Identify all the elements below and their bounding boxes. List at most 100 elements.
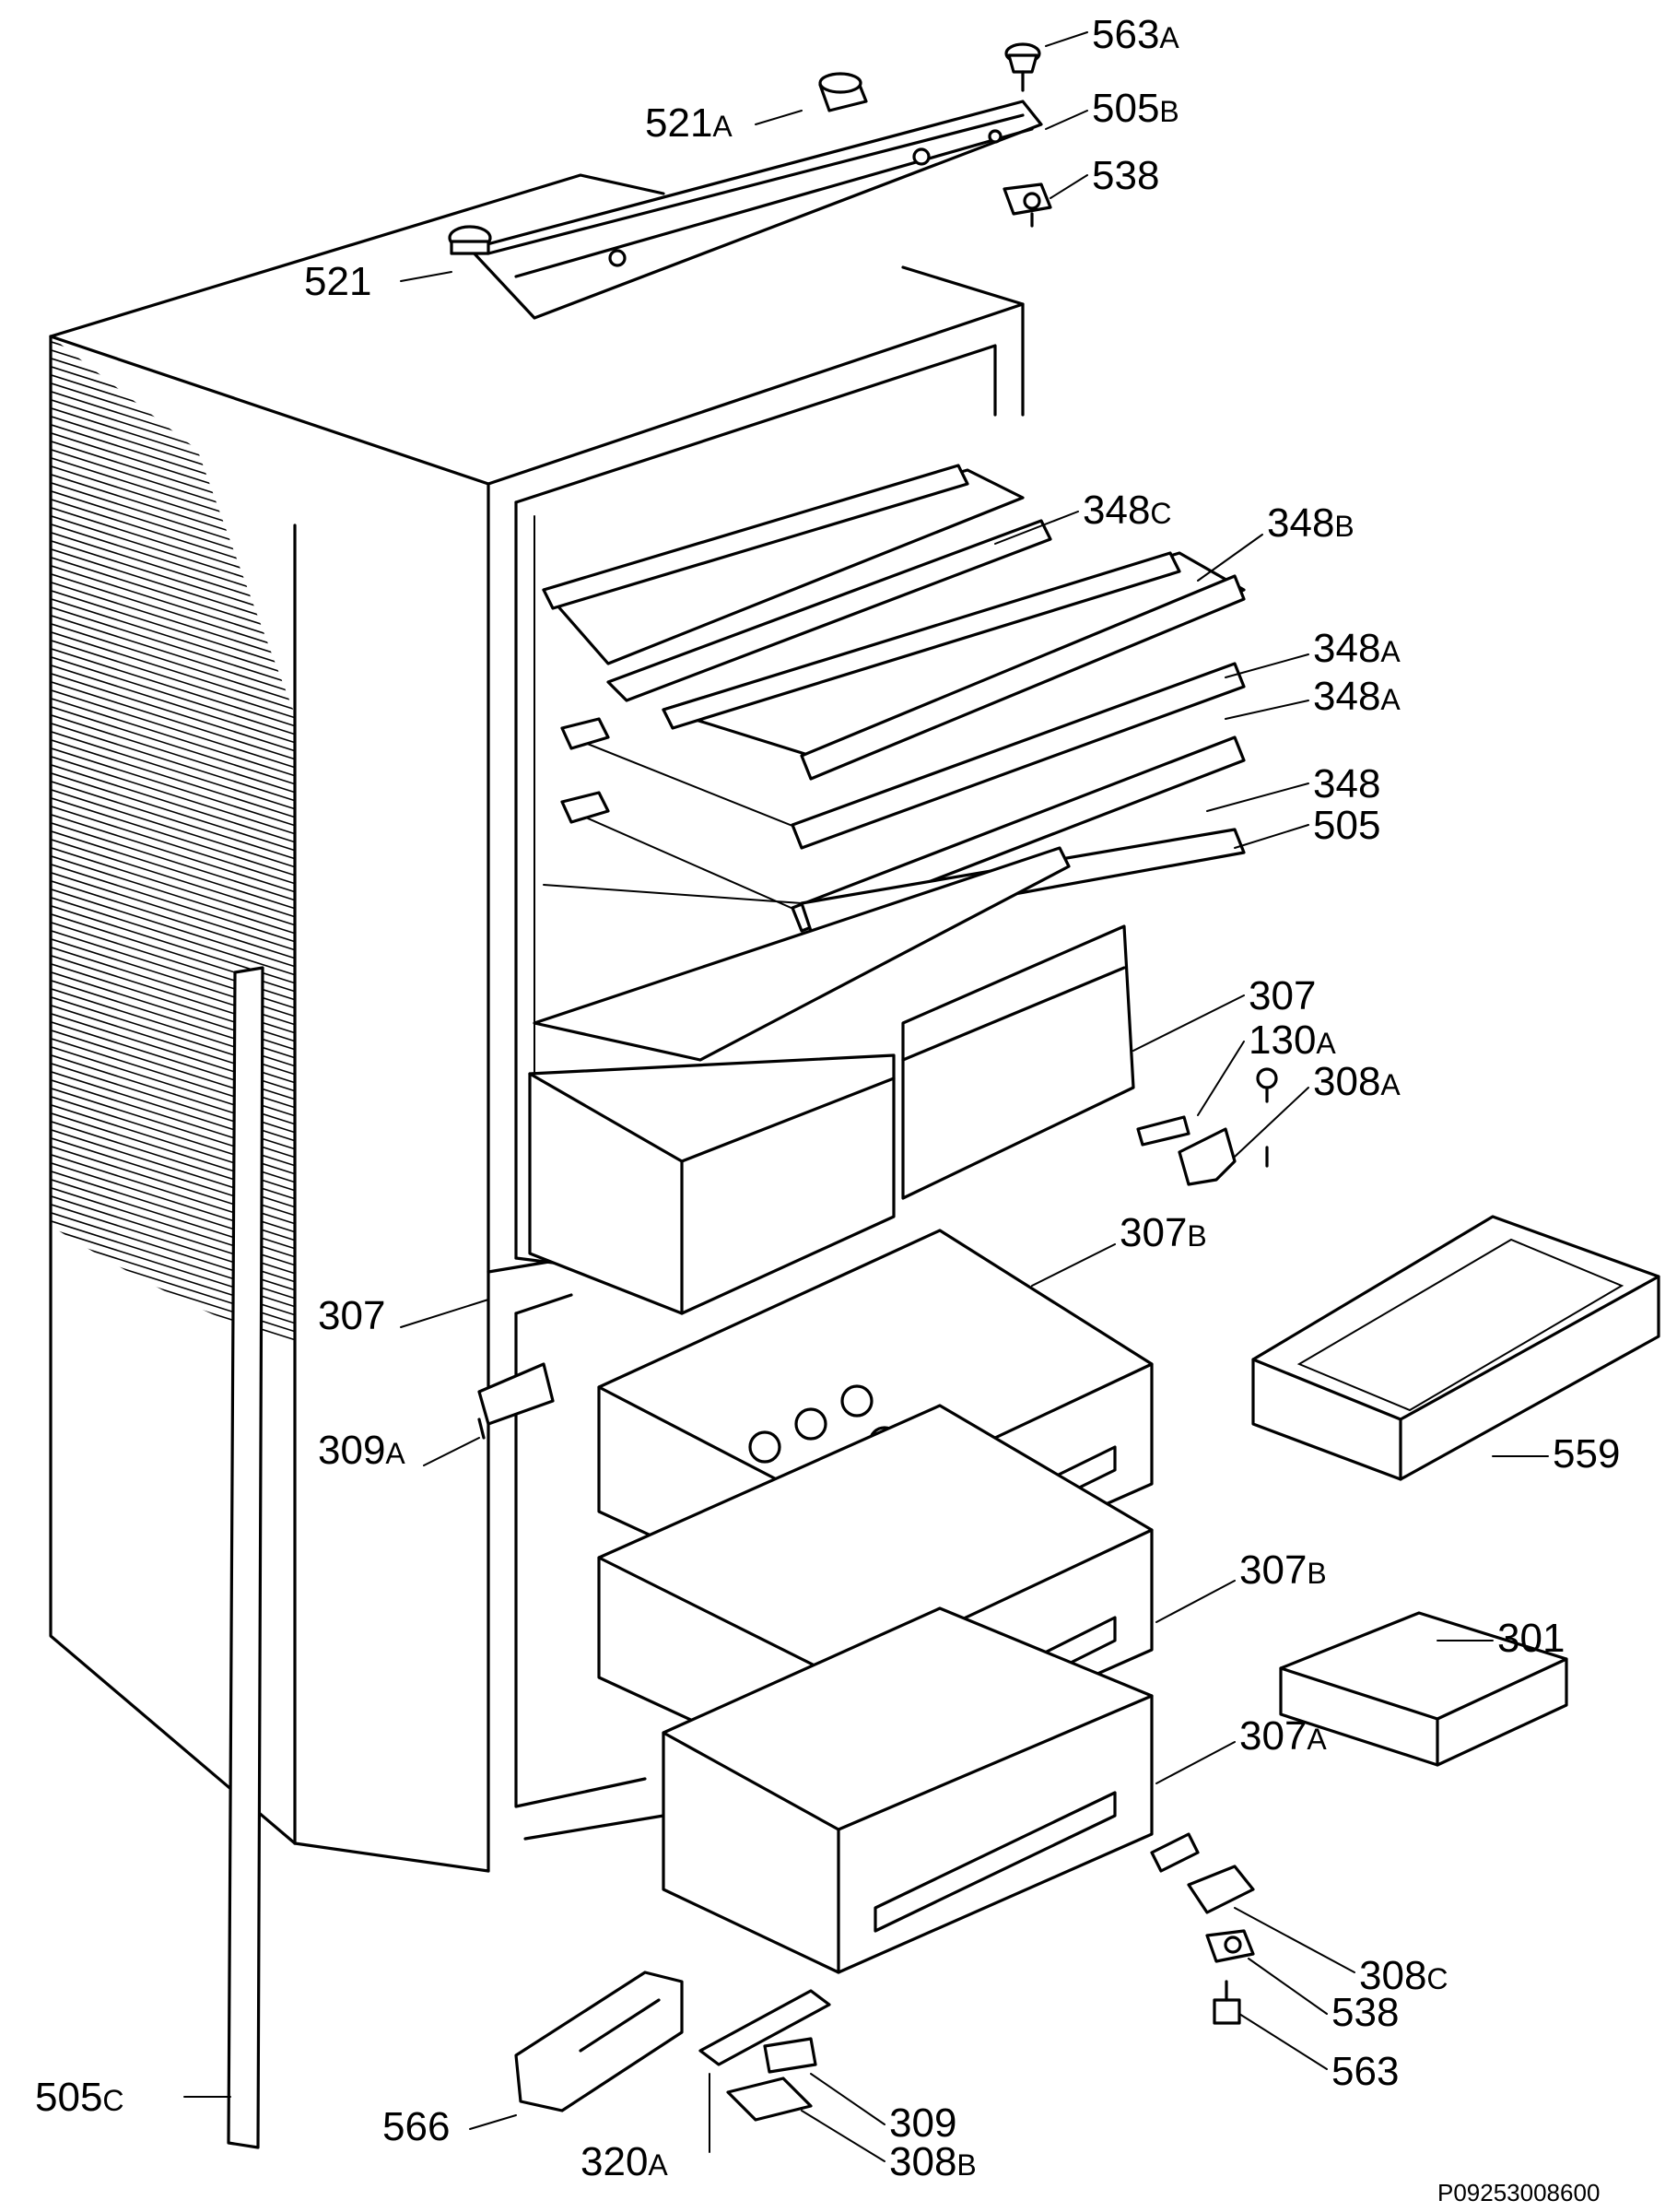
part-suffix: A xyxy=(385,1437,405,1470)
part-number: 348 xyxy=(1083,488,1150,533)
part-suffix: B xyxy=(1307,1557,1326,1590)
part-number: 521 xyxy=(645,100,712,146)
part-number: 566 xyxy=(382,2104,450,2149)
part-suffix: B xyxy=(1187,1219,1206,1253)
clip-309a xyxy=(477,1362,555,1440)
part-label-563a: 563A xyxy=(1092,12,1179,57)
cap-521a xyxy=(818,72,868,112)
part-label-505b: 505B xyxy=(1092,86,1179,131)
part-number: 309 xyxy=(889,2100,956,2146)
part-label-307-left: 307 xyxy=(318,1293,385,1338)
ice-cube-tray-301 xyxy=(1279,1611,1568,1767)
part-number: 307 xyxy=(318,1293,385,1338)
part-suffix: B xyxy=(1159,95,1179,128)
part-number: 130 xyxy=(1249,1018,1316,1063)
part-number: 348 xyxy=(1313,761,1380,806)
part-label-521: 521 xyxy=(304,259,371,304)
part-number: 348 xyxy=(1313,626,1380,671)
part-number: 348 xyxy=(1267,500,1334,546)
part-label-348a-1: 348A xyxy=(1313,626,1401,671)
hinge-308c xyxy=(1150,1832,1255,1914)
part-label-307a: 307A xyxy=(1239,1713,1327,1759)
hinge-assembly-320a xyxy=(698,1989,831,2122)
part-number: 308 xyxy=(889,2139,956,2184)
part-number: 521 xyxy=(304,259,371,304)
glass-plate-505 xyxy=(533,846,1071,1062)
part-number: 301 xyxy=(1497,1616,1565,1661)
part-number: 538 xyxy=(1092,153,1159,198)
part-suffix: A xyxy=(1380,635,1401,668)
part-number: 308 xyxy=(1359,1953,1426,1998)
part-suffix: A xyxy=(1380,1068,1401,1101)
part-number: 348 xyxy=(1313,674,1380,719)
part-number: 307 xyxy=(1239,1547,1307,1593)
hinge-bush-538-bottom xyxy=(1205,1929,1255,1963)
part-label-563: 563 xyxy=(1331,2049,1399,2094)
shelf-348c xyxy=(542,464,1052,702)
part-number: 505 xyxy=(1092,86,1159,131)
part-suffix: A xyxy=(1159,21,1179,54)
part-number: 505 xyxy=(1313,803,1380,848)
part-label-308b: 308B xyxy=(889,2139,977,2184)
part-label-505: 505 xyxy=(1313,803,1380,848)
part-number: 563 xyxy=(1092,12,1159,57)
part-label-307b-2: 307B xyxy=(1239,1547,1327,1593)
bracket-566 xyxy=(514,1971,684,2112)
crisper-drawer-right xyxy=(901,924,1135,1200)
part-label-348c: 348C xyxy=(1083,488,1172,533)
shelf-348a-lower xyxy=(560,735,1246,933)
door-seal-505c xyxy=(227,966,264,2149)
part-label-307b-1: 307B xyxy=(1120,1210,1207,1255)
part-number: 307 xyxy=(1120,1210,1187,1255)
part-label-130a: 130A xyxy=(1249,1018,1336,1063)
part-number: 559 xyxy=(1553,1431,1620,1477)
part-number: 563 xyxy=(1331,2049,1399,2094)
part-label-538-bottom: 538 xyxy=(1331,1990,1399,2035)
part-label-308a: 308A xyxy=(1313,1059,1401,1104)
leader-lines xyxy=(183,31,1549,2162)
part-suffix: C xyxy=(1426,1962,1448,1995)
part-number: 309 xyxy=(318,1428,385,1473)
part-suffix: C xyxy=(1150,497,1171,530)
part-label-348: 348 xyxy=(1313,761,1380,806)
freezer-drawer-307a-bottom xyxy=(662,1606,1154,1974)
part-number: 307 xyxy=(1239,1713,1307,1759)
crisper-drawer-left xyxy=(528,1053,896,1315)
part-label-309: 309 xyxy=(889,2100,956,2146)
part-label-348b: 348B xyxy=(1267,500,1354,546)
part-number: 505 xyxy=(35,2075,102,2120)
pin-563 xyxy=(1213,1980,1241,2025)
part-suffix: B xyxy=(956,2148,976,2182)
part-label-309a: 309A xyxy=(318,1428,405,1473)
cap-521 xyxy=(448,225,492,255)
part-label-301: 301 xyxy=(1497,1616,1565,1661)
hinge-bush-538-top xyxy=(1003,182,1052,228)
part-suffix: B xyxy=(1334,510,1354,543)
part-suffix: A xyxy=(712,110,733,143)
part-suffix: A xyxy=(1380,683,1401,716)
part-label-505c: 505C xyxy=(35,2075,124,2120)
part-suffix: C xyxy=(102,2084,123,2117)
shelf-348a-upper xyxy=(560,662,1246,850)
part-number: 538 xyxy=(1331,1990,1399,2035)
pin-563a xyxy=(1004,42,1041,92)
part-label-320a: 320A xyxy=(580,2139,668,2184)
part-label-538-top: 538 xyxy=(1092,153,1159,198)
part-suffix: A xyxy=(1307,1723,1327,1756)
part-label-559: 559 xyxy=(1553,1431,1620,1477)
part-suffix: A xyxy=(1316,1027,1336,1060)
hinge-308a xyxy=(1136,1067,1278,1186)
part-label-348a-2: 348A xyxy=(1313,674,1401,719)
part-label-521a: 521A xyxy=(645,100,733,146)
part-suffix: A xyxy=(648,2148,668,2182)
part-label-307-right: 307 xyxy=(1249,973,1316,1018)
drawing-code: P09253008600 xyxy=(1437,2179,1600,2206)
shelf-348b xyxy=(662,551,1246,781)
part-number: 308 xyxy=(1313,1059,1380,1104)
part-number: 320 xyxy=(580,2139,648,2184)
top-hinge-rail-505b xyxy=(468,100,1043,320)
part-label-308c: 308C xyxy=(1359,1953,1448,1998)
part-number: 307 xyxy=(1249,973,1316,1018)
